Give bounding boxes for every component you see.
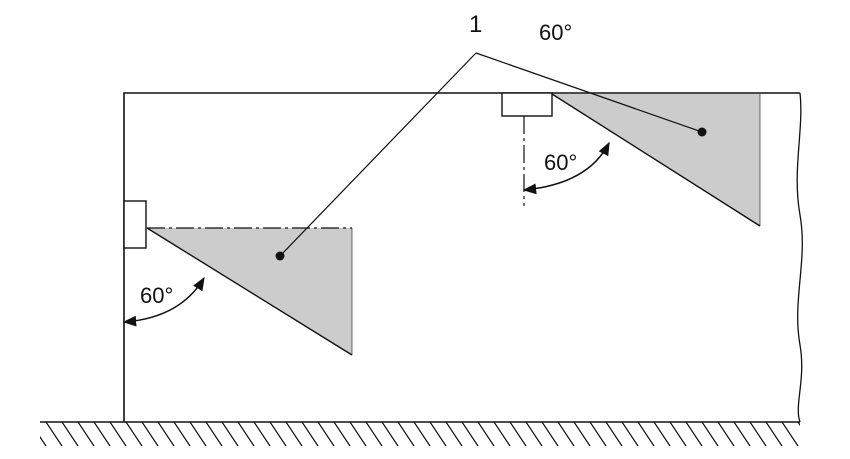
hatch-line — [237, 422, 255, 447]
hatch-line — [781, 422, 799, 447]
ceiling-sensor — [501, 92, 553, 117]
room-break-line — [796, 92, 803, 423]
hatch-line — [445, 422, 463, 447]
hatch-line — [685, 422, 703, 447]
hatch-line — [413, 422, 431, 447]
hatch-line — [573, 422, 591, 447]
hatch-line — [749, 422, 767, 447]
hatch-line — [381, 422, 399, 447]
hatch-line — [349, 422, 367, 447]
hatch-line — [285, 422, 303, 447]
hatch-line — [605, 422, 623, 447]
hatch-line — [429, 422, 447, 447]
callout-leader-right — [475, 52, 703, 133]
hatch-line — [173, 422, 191, 447]
left-zone-lower-edge — [146, 227, 353, 356]
hatch-line — [477, 422, 495, 447]
right-zone-marker-dot — [697, 127, 707, 137]
hatch-line — [333, 422, 351, 447]
hatch-line — [557, 422, 575, 447]
hatch-line — [157, 422, 175, 447]
hatch-line — [461, 422, 479, 447]
hatch-line — [365, 422, 383, 447]
hatch-line — [77, 422, 95, 447]
hatch-line — [205, 422, 223, 447]
hatch-line — [397, 422, 415, 447]
hatch-line — [733, 422, 751, 447]
hatch-line — [93, 422, 111, 447]
hatch-line — [40, 435, 47, 447]
hatch-line — [765, 422, 783, 447]
hatch-line — [653, 422, 671, 447]
hatch-line — [637, 422, 655, 447]
top-angle-label: 60° — [539, 20, 572, 45]
hatch-line — [109, 422, 127, 447]
left-angle-label: 60° — [140, 283, 173, 308]
hatch-line — [189, 422, 207, 447]
hatch-line — [269, 422, 287, 447]
left-angle-arc — [122, 276, 205, 327]
hatch-line — [797, 422, 800, 427]
hatch-line — [509, 422, 527, 447]
hatch-line — [125, 422, 143, 447]
hatch-line — [253, 422, 271, 447]
right-zone-lower-edge — [551, 93, 761, 227]
hatch-line — [301, 422, 319, 447]
hatch-line — [221, 422, 239, 447]
callout-number: 1 — [469, 11, 482, 38]
hatch-line — [45, 422, 63, 447]
hatch-line — [61, 422, 79, 447]
right-angle-arc — [522, 141, 610, 195]
hatch-line — [141, 422, 159, 447]
hatch-line — [541, 422, 559, 447]
hatch-line — [621, 422, 639, 447]
floor-hatching — [40, 422, 800, 447]
hatch-line — [669, 422, 687, 447]
hatch-line — [589, 422, 607, 447]
hatch-line — [701, 422, 719, 447]
left-zone-marker-dot — [275, 251, 285, 261]
hatch-line — [493, 422, 511, 447]
callout-leader-left — [279, 52, 477, 257]
wall-sensor — [123, 200, 147, 249]
right-angle-label: 60° — [544, 150, 577, 175]
hatch-line — [717, 422, 735, 447]
hatch-line — [317, 422, 335, 447]
hatch-line — [525, 422, 543, 447]
